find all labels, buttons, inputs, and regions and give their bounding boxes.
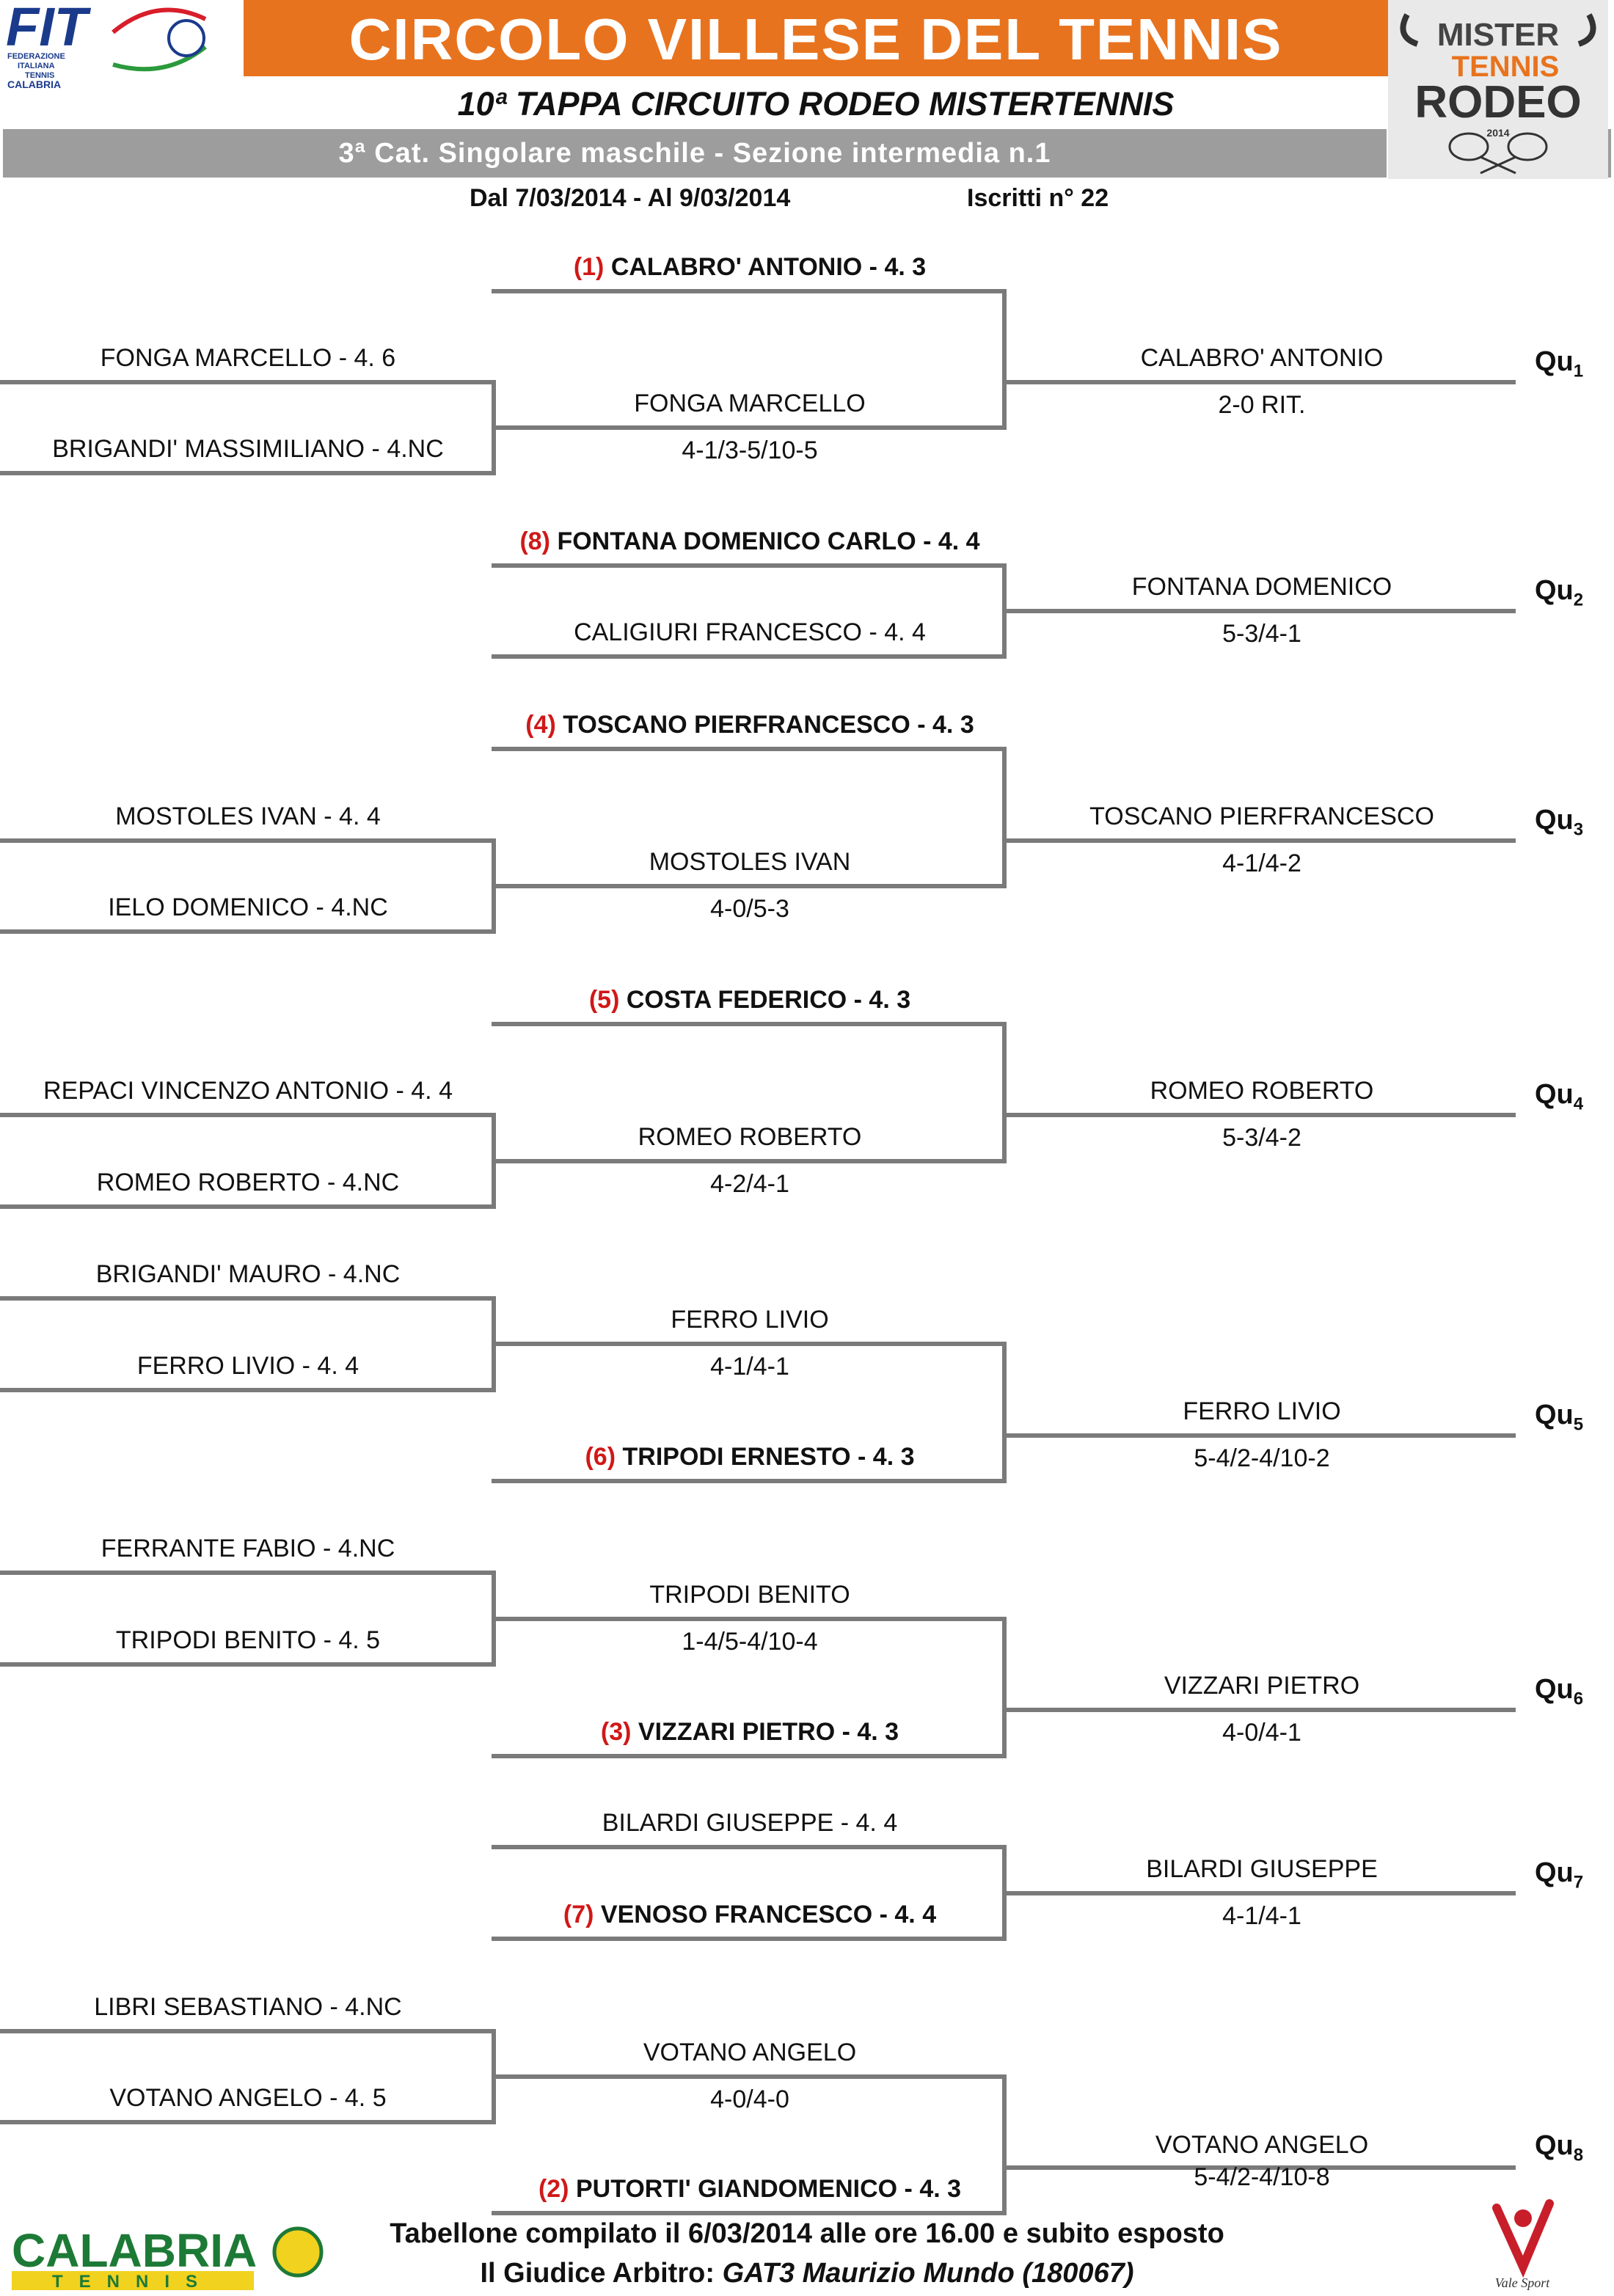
qualifier-label: Qu4 xyxy=(1535,1079,1584,1114)
match-winner: ROMEO ROBERTO xyxy=(638,1123,862,1151)
player-entry: IELO DOMENICO - 4.NC xyxy=(108,893,388,921)
player-entry: FERRO LIVIO - 4. 4 xyxy=(136,1352,359,1380)
qualifier-score: 2-0 RIT. xyxy=(1218,391,1306,419)
svg-text:2014: 2014 xyxy=(1486,127,1509,139)
qualifier-score: 5-4/2-4/10-8 xyxy=(1194,2163,1330,2191)
vale-sport-logo: Vale Sport xyxy=(1492,2199,1554,2290)
player-entry: (2) PUTORTI' GIANDOMENICO - 4. 3 xyxy=(538,2175,962,2203)
player-entry: (4) TOSCANO PIERFRANCESCO - 4. 3 xyxy=(525,711,974,739)
player-entry: (5) COSTA FEDERICO - 4. 3 xyxy=(588,986,911,1014)
qualifier-name: VOTANO ANGELO xyxy=(1155,2131,1369,2159)
qualifier-score: 5-4/2-4/10-2 xyxy=(1194,1444,1330,1472)
player-entry: FERRANTE FABIO - 4.NC xyxy=(101,1535,395,1562)
qualifier-score: 4-0/4-1 xyxy=(1222,1719,1301,1747)
date-range: Dal 7/03/2014 - Al 9/03/2014 xyxy=(470,184,791,212)
svg-text:Vale Sport: Vale Sport xyxy=(1495,2275,1550,2290)
qualifier-score: 5-3/4-2 xyxy=(1222,1124,1301,1152)
qualifier-name: ROMEO ROBERTO xyxy=(1150,1077,1374,1105)
match-score: 4-0/4-0 xyxy=(710,2085,789,2113)
player-entry: (3) VIZZARI PIETRO - 4. 3 xyxy=(600,1718,899,1746)
player-entry: ROMEO ROBERTO - 4.NC xyxy=(96,1169,400,1196)
player-entry: TRIPODI BENITO - 4. 5 xyxy=(115,1626,381,1654)
qualifier-label: Qu5 xyxy=(1535,1400,1584,1435)
player-entry: FONGA MARCELLO - 4. 6 xyxy=(100,344,396,372)
footer-compiled-note: Tabellone compilato il 6/03/2014 alle or… xyxy=(390,2218,1224,2249)
qualifier-name: CALABRO' ANTONIO xyxy=(1140,344,1384,372)
qualifier-name: BILARDI GIUSEPPE xyxy=(1146,1855,1378,1883)
svg-text:FIT: FIT xyxy=(6,0,92,57)
qualifier-name: FERRO LIVIO xyxy=(1183,1397,1341,1425)
player-entry: BILARDI GIUSEPPE - 4. 4 xyxy=(602,1809,898,1837)
player-entry: BRIGANDI' MAURO - 4.NC xyxy=(95,1260,401,1288)
match-winner: MOSTOLES IVAN xyxy=(649,848,851,876)
qualifier-label: Qu6 xyxy=(1535,1674,1584,1709)
player-entry: CALIGIURI FRANCESCO - 4. 4 xyxy=(574,618,926,646)
player-entry: REPACI VINCENZO ANTONIO - 4. 4 xyxy=(43,1077,453,1105)
svg-text:TENNIS: TENNIS xyxy=(1452,51,1560,83)
svg-text:CALABRIA: CALABRIA xyxy=(7,78,61,90)
player-entry: BRIGANDI' MASSIMILIANO - 4.NC xyxy=(52,435,444,463)
svg-text:FEDERAZIONE: FEDERAZIONE xyxy=(7,52,65,61)
match-score: 4-1/3-5/10-5 xyxy=(682,436,818,464)
qualifier-label: Qu2 xyxy=(1535,575,1584,610)
player-entry: (1) CALABRO' ANTONIO - 4. 3 xyxy=(573,253,927,281)
entrants-count: Iscritti n° 22 xyxy=(967,184,1109,212)
player-entry: (8) FONTANA DOMENICO CARLO - 4. 4 xyxy=(519,527,980,555)
match-score: 4-0/5-3 xyxy=(710,895,789,923)
svg-text:CALABRIA: CALABRIA xyxy=(12,2224,257,2277)
match-score: 4-1/4-1 xyxy=(710,1353,789,1381)
qualifier-label: Qu3 xyxy=(1535,805,1584,840)
qualifier-label: Qu8 xyxy=(1535,2130,1584,2165)
match-score: 4-2/4-1 xyxy=(710,1170,789,1198)
match-score: 1-4/5-4/10-4 xyxy=(682,1628,818,1656)
player-entry: MOSTOLES IVAN - 4. 4 xyxy=(115,802,381,830)
svg-text:TENNIS: TENNIS xyxy=(25,71,54,80)
player-entry: (6) TRIPODI ERNESTO - 4. 3 xyxy=(585,1443,915,1471)
fit-logo: FIT FEDERAZIONE ITALIANA TENNIS CALABRIA xyxy=(6,0,207,90)
qualifier-score: 4-1/4-2 xyxy=(1222,849,1301,877)
player-entry: LIBRI SEBASTIANO - 4.NC xyxy=(94,1993,402,2021)
qualifier-score: 5-3/4-1 xyxy=(1222,620,1301,648)
player-entry: VOTANO ANGELO - 4. 5 xyxy=(109,2084,387,2112)
svg-text:MISTER: MISTER xyxy=(1437,17,1559,53)
qualifier-label: Qu1 xyxy=(1535,346,1584,381)
match-winner: FONGA MARCELLO xyxy=(634,390,866,417)
qualifier-name: FONTANA DOMENICO xyxy=(1131,573,1392,601)
qualifier-name: VIZZARI PIETRO xyxy=(1164,1672,1360,1700)
tournament-title: CIRCOLO VILLESE DEL TENNIS xyxy=(244,0,1388,76)
svg-text:RODEO: RODEO xyxy=(1414,77,1581,128)
player-entry: (7) VENOSO FRANCESCO - 4. 4 xyxy=(563,1901,937,1928)
tournament-subtitle: 10ª TAPPA CIRCUITO RODEO MISTERTENNIS xyxy=(457,85,1175,123)
mistertennis-rodeo-logo: MISTER TENNIS RODEO 2014 xyxy=(1388,0,1608,179)
category-bar: 3ª Cat. Singolare maschile - Sezione int… xyxy=(3,129,1387,178)
svg-text:TENNIS: TENNIS xyxy=(52,2272,213,2292)
qualifier-label: Qu7 xyxy=(1535,1857,1584,1893)
footer-referee: Il Giudice Arbitro: GAT3 Maurizio Mundo … xyxy=(480,2258,1134,2289)
calabria-tennis-logo: CALABRIA TENNIS xyxy=(12,2224,324,2292)
match-winner: TRIPODI BENITO xyxy=(649,1581,850,1609)
qualifier-name: TOSCANO PIERFRANCESCO xyxy=(1089,802,1434,830)
qualifier-score: 4-1/4-1 xyxy=(1222,1902,1301,1930)
match-winner: FERRO LIVIO xyxy=(671,1306,829,1334)
match-winner: VOTANO ANGELO xyxy=(643,2039,857,2066)
svg-text:ITALIANA: ITALIANA xyxy=(18,62,55,70)
